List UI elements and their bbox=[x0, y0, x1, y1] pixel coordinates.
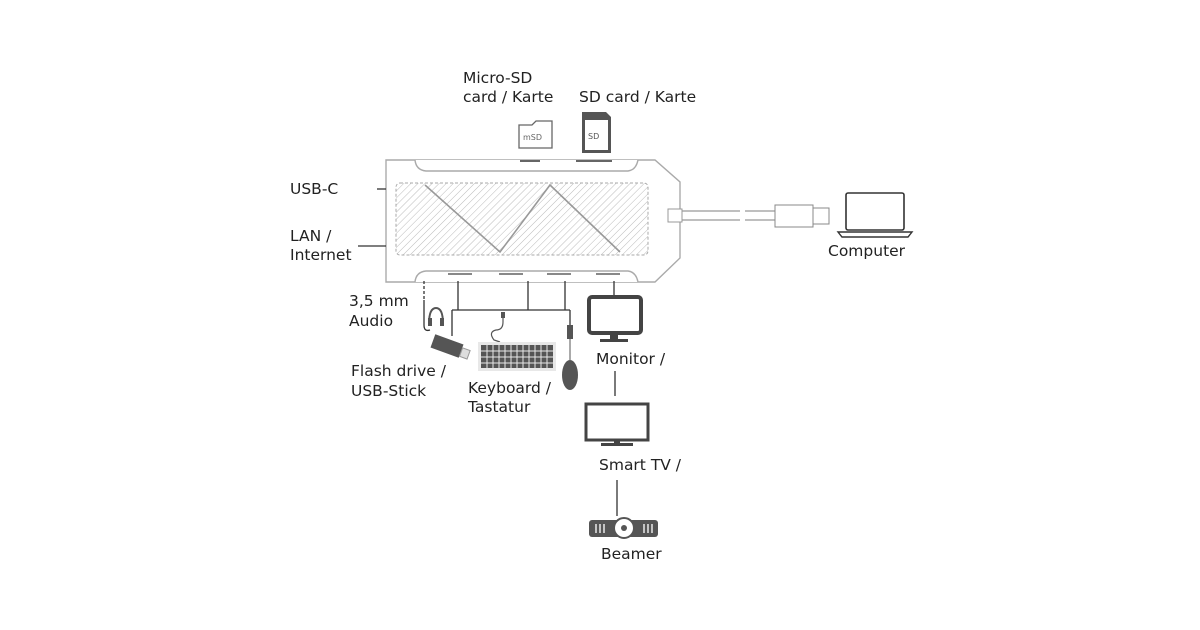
svg-text:SD: SD bbox=[588, 132, 599, 141]
flash-drive-icon bbox=[430, 334, 471, 360]
monitor-icon bbox=[587, 295, 643, 342]
micro-sd-card-icon: mSD bbox=[518, 120, 553, 149]
usb-hub-icon bbox=[385, 159, 681, 283]
label-computer: Computer bbox=[828, 242, 906, 260]
sd-card-icon: SD bbox=[582, 112, 611, 153]
svg-text:mSD: mSD bbox=[523, 133, 542, 142]
label-smart-tv: Smart TV / bbox=[599, 456, 682, 474]
mouse-icon bbox=[562, 325, 578, 390]
laptop-icon bbox=[836, 192, 914, 238]
projector-icon bbox=[589, 517, 658, 539]
label-flash-drive: Flash drive / bbox=[351, 362, 447, 380]
tv-icon bbox=[584, 402, 650, 446]
label-lan: LAN / bbox=[290, 227, 332, 245]
label-audio: 3,5 mm bbox=[349, 292, 409, 310]
label-usb-c: USB-C bbox=[290, 180, 338, 198]
label-keyboard: Keyboard / bbox=[468, 379, 552, 397]
label-beamer: Beamer bbox=[601, 545, 662, 563]
label-micro-sd-2: card / Karte bbox=[463, 88, 553, 106]
label-flash-drive-2: USB-Stick bbox=[351, 382, 426, 400]
keyboard-icon bbox=[478, 312, 556, 371]
label-micro-sd: Micro-SD bbox=[463, 69, 532, 87]
label-sd-card: SD card / Karte bbox=[579, 88, 696, 106]
label-lan-2: Internet bbox=[290, 246, 352, 264]
headphones-icon bbox=[423, 300, 444, 332]
cable-icon bbox=[667, 204, 830, 228]
label-audio-2: Audio bbox=[349, 312, 393, 330]
label-monitor: Monitor / bbox=[596, 350, 666, 368]
label-keyboard-2: Tastatur bbox=[467, 398, 531, 416]
